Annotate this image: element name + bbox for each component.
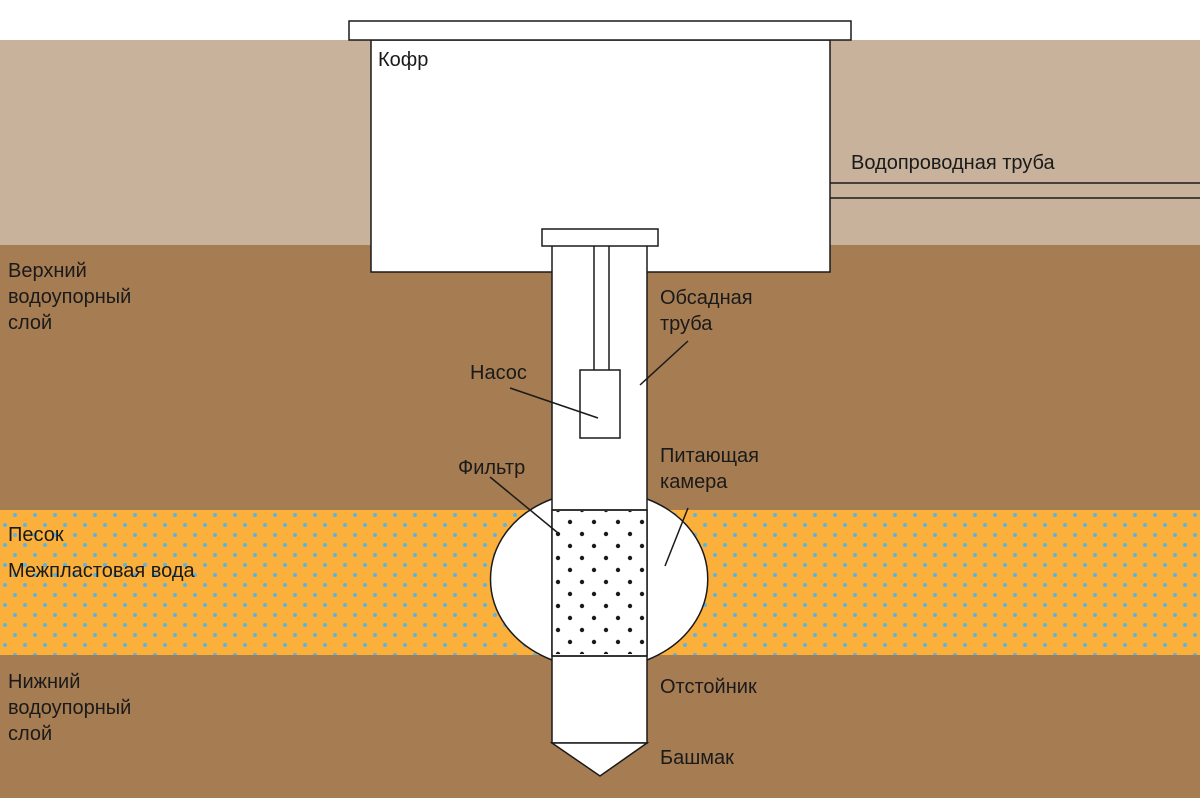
casing-pipe-label-line-2: труба [660, 313, 713, 335]
upper-layer-label-line-2: водоупорный [8, 286, 132, 308]
filter-leader-line [489, 476, 559, 534]
interlayer-water-label: Межпластовая вода [8, 560, 195, 582]
casing-box-label: Кофр [378, 49, 429, 71]
feed-chamber-label-line-2: камера [660, 471, 728, 493]
casing-pipe-head [541, 228, 659, 247]
upper-layer-label-line-3: слой [8, 312, 53, 334]
filter-label: Фильтр [458, 457, 526, 479]
shoe-label: Башмак [660, 747, 734, 769]
casing-pipe-label-line-1: Обсадная [660, 287, 753, 309]
feed-chamber-label-line-1: Питающая [660, 445, 760, 467]
sand-label: Песок [8, 524, 64, 546]
pump-leader-line [509, 387, 599, 419]
sump-label: Отстойник [660, 676, 757, 698]
feed-chamber-leader-line [664, 507, 689, 567]
filter-perforation [552, 511, 647, 654]
pump [579, 369, 621, 439]
lower-layer-label-line-1: Нижний [8, 671, 81, 693]
lower-layer-label-line-3: слой [8, 723, 53, 745]
casing-box-lid [348, 20, 852, 41]
lower-layer-label-line-2: водоупорный [8, 697, 132, 719]
pump-label: Насос [470, 362, 527, 384]
casing-pipe-leader-line [639, 340, 689, 386]
water-pipe-label: Водопроводная труба [851, 152, 1055, 174]
casing-pipe [551, 244, 648, 744]
well-shoe [549, 742, 650, 777]
upper-layer-label-line-1: Верхний [8, 260, 87, 282]
